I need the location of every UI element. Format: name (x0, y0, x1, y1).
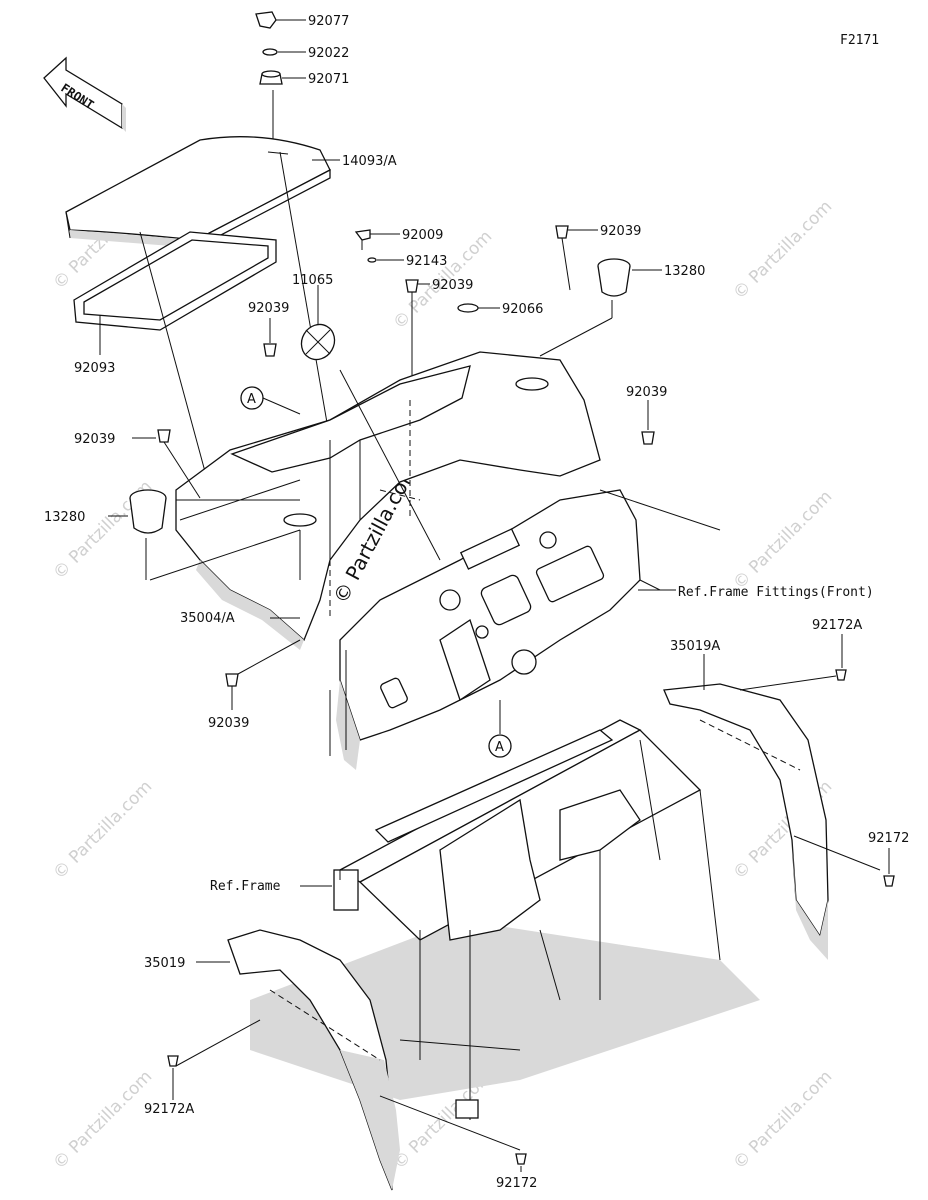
dash-lower-panel (329, 369, 721, 770)
callout-a-upper: A (240, 386, 301, 415)
label-92039-bottom-left: 92039 (208, 716, 249, 731)
cover-14093a (65, 136, 340, 250)
fender-35019a (663, 654, 881, 960)
label-92066: 92066 (502, 302, 543, 317)
seal-92093 (73, 231, 277, 355)
watermark: © Partzilla.com (49, 1067, 156, 1174)
cap-92066-icon (457, 303, 500, 313)
screw-92172-bottom-icon (515, 1153, 527, 1172)
label-92172-bottom: 92172 (496, 1176, 537, 1191)
label-92093: 92093 (74, 361, 115, 376)
label-92143: 92143 (406, 254, 447, 269)
clip-92039-bottom-left-icon (225, 639, 301, 710)
clip-92039-left-icon (132, 429, 201, 499)
vehicle-frame (250, 719, 760, 1120)
label-13280-right: 13280 (664, 264, 705, 279)
figure-code: F2171 (840, 33, 879, 48)
front-arrow: FRONT (43, 56, 126, 132)
label-92172-right: 92172 (868, 831, 909, 846)
watermark: © Partzilla.com (729, 197, 836, 304)
label-35004a: 35004/A (180, 611, 235, 626)
watermark: © Partzilla.com (729, 487, 836, 594)
label-11065: 11065 (292, 273, 333, 288)
clip-92077-icon (255, 11, 306, 29)
label-35019: 35019 (144, 956, 185, 971)
pin-92009-icon (354, 229, 400, 250)
callout-a-label: A (495, 740, 504, 755)
label-92009: 92009 (402, 228, 443, 243)
watermark: © Partzilla.com (729, 1067, 836, 1174)
screw-92172a-right-icon (835, 634, 847, 681)
nut-92071-icon (259, 70, 306, 85)
label-92022: 92022 (308, 46, 349, 61)
screw-92172-right-icon (883, 848, 895, 887)
label-ref-frame-fittings: Ref.Frame Fittings(Front) (678, 585, 874, 600)
label-92039-left: 92039 (74, 432, 115, 447)
dash-upper-35004a (149, 351, 601, 650)
label-14093a: 14093/A (342, 154, 397, 169)
fender-35019 (175, 929, 521, 1191)
clip-92039-left-upper-icon (263, 318, 277, 357)
label-92077: 92077 (308, 14, 349, 29)
clip-92039-top-right-icon (555, 225, 598, 291)
washer-92022-icon (262, 48, 306, 56)
label-92039-right: 92039 (626, 385, 667, 400)
cup-holder-13280-right (539, 258, 662, 357)
label-92039-top-right: 92039 (600, 224, 641, 239)
clip-92039-right-icon (641, 400, 655, 445)
cup-holder-13280-left (108, 489, 167, 580)
washer-92143-icon (367, 257, 404, 263)
label-35019a: 35019A (670, 639, 720, 654)
label-92039-left-upper: 92039 (248, 301, 289, 316)
callout-a-lower: A (488, 700, 512, 758)
label-92071: 92071 (308, 72, 349, 87)
screw-92172a-left-icon (167, 1055, 179, 1100)
label-ref-frame: Ref.Frame (210, 879, 281, 894)
callout-a-label: A (247, 392, 256, 407)
label-92039-top-mid: 92039 (432, 278, 473, 293)
label-92172a-left: 92172A (144, 1102, 194, 1117)
label-13280-left: 13280 (44, 510, 85, 525)
watermark: © Partzilla.com (49, 777, 156, 884)
label-92172a-right: 92172A (812, 618, 862, 633)
speaker-11065-icon (300, 285, 336, 361)
